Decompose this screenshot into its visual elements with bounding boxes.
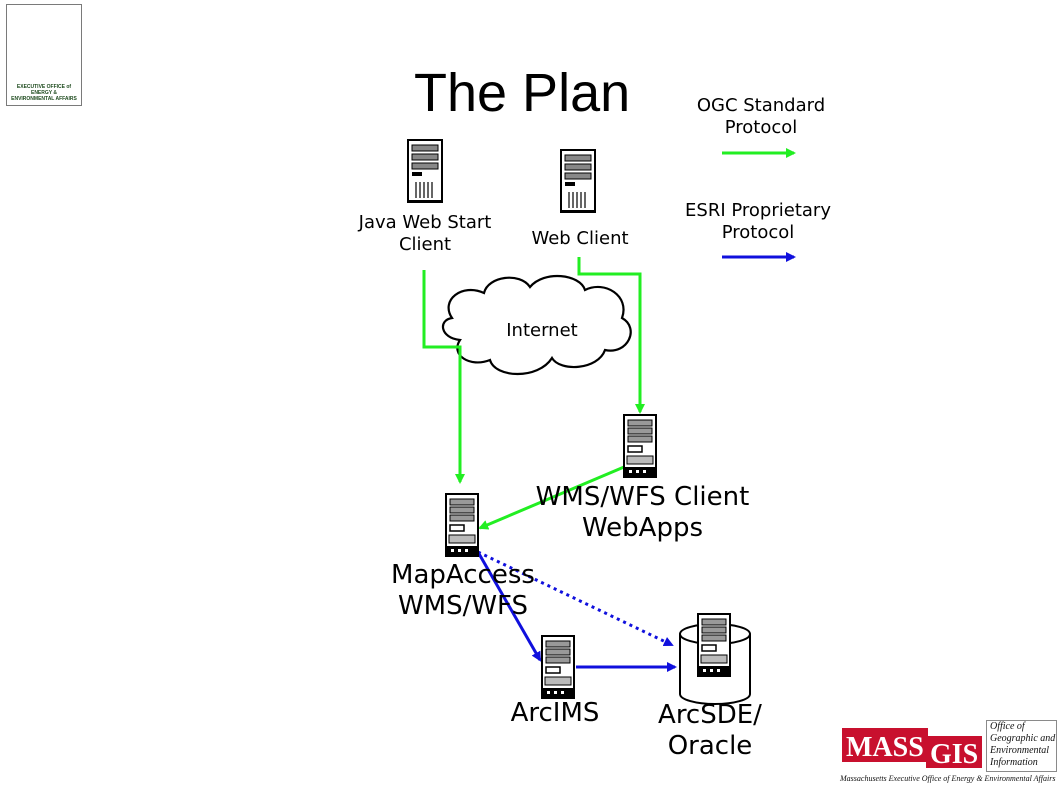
legend-ogc-label: OGC Standard Protocol xyxy=(696,95,826,138)
java-client-server-icon xyxy=(407,139,443,204)
edge-web-to-wmsapps xyxy=(577,257,645,414)
edge-mapaccess-to-arcsde-dotted xyxy=(477,550,674,647)
massgis-office-info: Office of Geographic and Environmental I… xyxy=(986,720,1057,772)
mapaccess-label: MapAccess WMS/WFS xyxy=(391,560,535,622)
eoeea-logo: EXECUTIVE OFFICE of ENERGY & ENVIRONMENT… xyxy=(6,4,82,106)
massgis-logo: MASS GIS Office of Geographic and Enviro… xyxy=(838,718,1057,790)
internet-cloud-icon xyxy=(442,274,632,376)
arcims-server-icon xyxy=(541,635,575,699)
mapaccess-server-icon xyxy=(445,493,479,557)
arcsde-label: ArcSDE/ Oracle xyxy=(658,700,762,762)
arcsde-database-server-icon xyxy=(679,613,751,705)
legend-esri-label: ESRI Proprietary Protocol xyxy=(685,200,831,243)
office-line-1: Office of xyxy=(990,721,1025,732)
office-line-3: Environmental xyxy=(990,745,1050,756)
massgis-mass-text: MASS xyxy=(846,732,924,763)
java-client-label: Java Web Start Client xyxy=(358,212,492,255)
massgis-gis-text: GIS xyxy=(930,739,978,770)
office-line-4: Information xyxy=(990,757,1038,768)
massgis-tagline: Massachusetts Executive Office of Energy… xyxy=(840,774,1056,783)
edge-wmsapps-to-mapaccess xyxy=(478,465,625,530)
wms-webapps-label: WMS/WFS Client WebApps xyxy=(535,482,750,544)
arcims-label: ArcIMS xyxy=(510,698,600,728)
office-line-2: Geographic and xyxy=(990,733,1056,744)
wms-webapps-server-icon xyxy=(623,414,657,478)
web-client-server-icon xyxy=(560,149,596,214)
edge-mapaccess-to-arcims xyxy=(476,551,542,662)
internet-label: Internet xyxy=(506,320,578,341)
eoeea-logo-text: EXECUTIVE OFFICE of ENERGY & ENVIRONMENT… xyxy=(11,84,77,102)
edge-java-to-mapaccess xyxy=(422,270,465,484)
page-title: The Plan xyxy=(414,63,631,123)
web-client-label: Web Client xyxy=(531,228,629,249)
massgis-wordmark-icon: MASS GIS xyxy=(842,728,982,770)
